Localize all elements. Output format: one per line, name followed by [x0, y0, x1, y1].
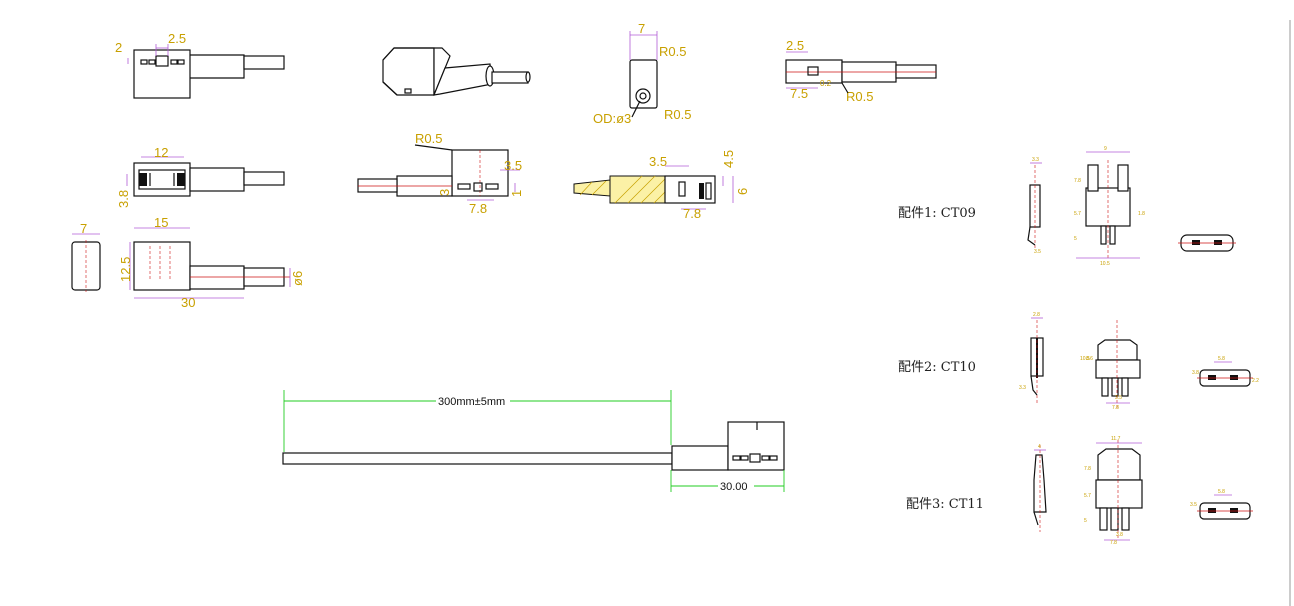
dim-label: 5.8: [1218, 356, 1225, 362]
dim-label: 2: [115, 40, 122, 55]
dim-label: 3.8: [116, 190, 131, 208]
dim-label: 2.5: [168, 31, 186, 46]
dim-label: 7.8: [1110, 540, 1117, 546]
dim-label: 7.8: [1074, 178, 1081, 184]
dim-label: 1.8: [1138, 211, 1145, 217]
dim-label: 300mm±5mm: [438, 396, 505, 408]
accessory-label: 配件3: CT11: [906, 497, 984, 512]
view-end: 7 R0.5 R0.5 OD:ø3: [593, 21, 691, 126]
dim-label: 5.7: [1084, 493, 1091, 499]
dim-label: 4: [1038, 444, 1041, 450]
dim-label: 30: [181, 295, 195, 310]
dim-label: 4.5: [721, 150, 736, 168]
dim-label: 3.5: [1115, 395, 1122, 401]
view-top-left: 2.5 2: [115, 31, 285, 99]
accessory-label: 配件1: CT09: [898, 206, 976, 221]
dim-label: 30.00: [720, 481, 748, 493]
accessory-ct11: 配件3: CT11 4 11.7 7.8 5.7 5 3.8 7.8 5.8 3…: [906, 436, 1253, 546]
dim-label: 10.5: [1100, 261, 1110, 267]
dim-label: 1: [509, 190, 524, 197]
view-side-mid: 7.8 R0.5 3 3.5 1: [357, 131, 524, 216]
view-section: 3.5 4.5 6 7.8: [573, 150, 750, 221]
dim-label: R0.5: [659, 44, 686, 59]
accessory-ct09: 配件1: CT09 3.3 9 7.8 5.7 1.8 3.5 10.5 5: [898, 146, 1236, 267]
dim-label: 2.5: [786, 38, 804, 53]
dim-label: 3.3: [1019, 385, 1026, 391]
view-top-right: 2.5 7.5 0.2 R0.5: [785, 38, 937, 104]
dim-label: 3.8: [1116, 532, 1123, 538]
accessory-ct10: 配件2: CT10 2.8 10.5 8.6 3.5 3.3 7.8 5.8 3…: [898, 312, 1259, 411]
dim-label: 5: [1084, 518, 1087, 524]
dim-label: 3.5: [1190, 502, 1197, 508]
dim-label: 6: [735, 188, 750, 195]
dim-label: 3.5: [1034, 249, 1041, 255]
dim-label: R0.5: [846, 89, 873, 104]
view-length: 300mm±5mm 30.00: [282, 390, 785, 493]
dim-label: 9: [1104, 146, 1107, 152]
dim-label: 5.7: [1074, 211, 1081, 217]
dim-label: OD:ø3: [593, 111, 631, 126]
dim-label: 3.5: [649, 154, 667, 169]
view-bottom-left: 7 15 12.5 30 ø6: [71, 215, 305, 310]
dim-label: 7.5: [790, 86, 808, 101]
dim-label: 7.8: [683, 206, 701, 221]
dim-label: 2.2: [1252, 378, 1259, 384]
dim-label: 12: [154, 145, 168, 160]
dim-label: 3.8: [1192, 370, 1199, 376]
dim-label: 3: [437, 189, 452, 196]
dim-label: 7: [80, 221, 87, 236]
view-mid-left: 12 3.8: [116, 145, 285, 208]
dim-label: 15: [154, 215, 168, 230]
view-isometric: [382, 47, 531, 96]
dim-label: ø6: [290, 271, 305, 286]
dim-label: 7.8: [1084, 466, 1091, 472]
dim-label: 11.7: [1111, 436, 1121, 442]
accessory-label: 配件2: CT10: [898, 360, 976, 375]
dim-label: 7.8: [1112, 405, 1119, 411]
dim-label: R0.5: [415, 131, 442, 146]
dim-label: 5.8: [1218, 489, 1225, 495]
dim-label: 0.2: [820, 79, 832, 88]
dim-label: 12.5: [118, 257, 133, 282]
dim-label: 3.3: [1032, 157, 1039, 163]
dim-label: R0.5: [664, 107, 691, 122]
dim-label: 7.8: [469, 201, 487, 216]
dim-label: 7: [638, 21, 645, 36]
dim-label: 8.6: [1086, 356, 1093, 362]
dim-label: 2.8: [1033, 312, 1040, 318]
dim-label: 3.5: [504, 158, 522, 173]
dim-label: 10.5: [1080, 356, 1090, 362]
dim-label: 5: [1074, 236, 1077, 242]
